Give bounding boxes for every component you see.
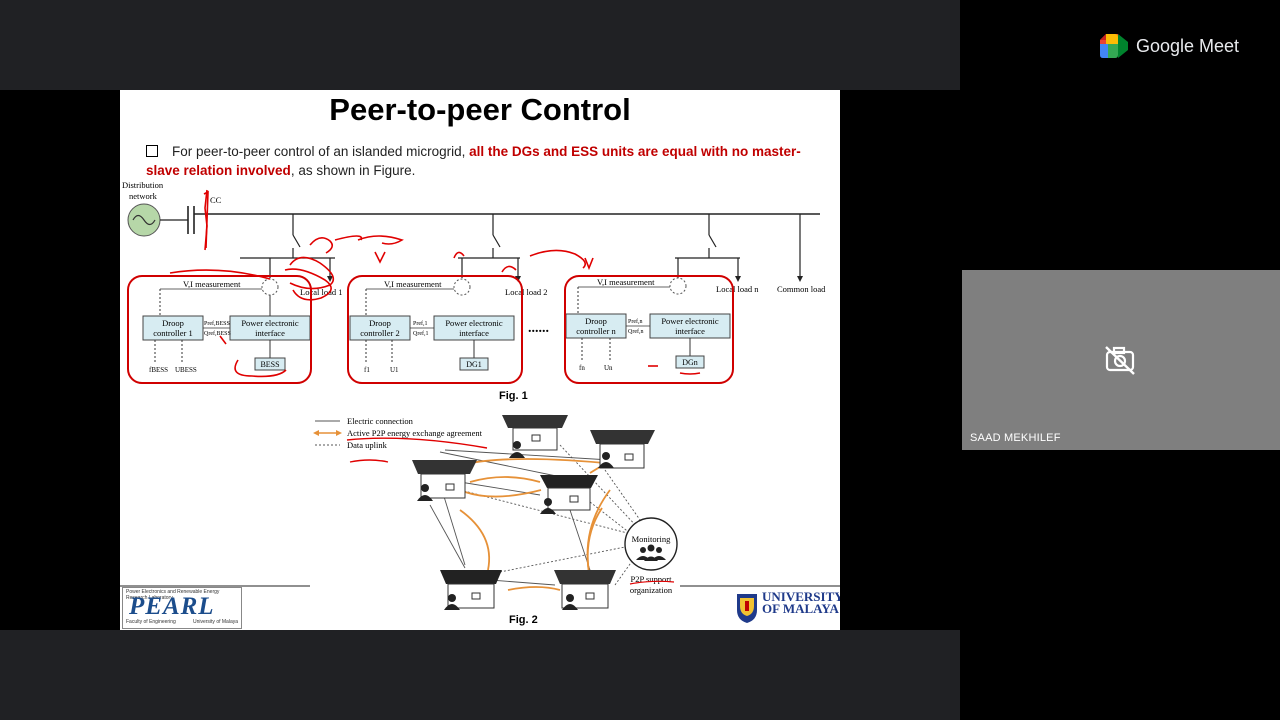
- house-5-icon: [440, 570, 502, 610]
- org-label-1: P2P support: [630, 574, 672, 584]
- stage-bottom-bar: [0, 630, 960, 720]
- unit-1-group: V,I measurement Droop controller 1 Power…: [127, 275, 312, 384]
- svg-text:controller 2: controller 2: [360, 328, 399, 338]
- google-meet-brand: Google Meet: [1136, 36, 1240, 56]
- load-1-label: Local load 1: [300, 287, 342, 297]
- pe-interface-2-box: [433, 315, 515, 341]
- svg-text:DGn: DGn: [682, 358, 698, 367]
- pen-annotations: [169, 189, 701, 378]
- svg-text:Qref,1: Qref,1: [413, 330, 429, 337]
- house-2-icon: [590, 430, 655, 469]
- load-2-label: Local load 2: [505, 287, 547, 297]
- unit-n-group: V,I measurement Droop controller n Power…: [564, 275, 734, 384]
- google-meet-logo-icon: [1100, 34, 1128, 58]
- bess-box: [254, 357, 286, 371]
- dots-separator: ......: [528, 321, 549, 336]
- svg-text:Droop: Droop: [369, 318, 391, 328]
- house-4-icon: [540, 475, 598, 514]
- svg-text:Droop: Droop: [585, 316, 607, 326]
- fig-2-caption: Fig. 2: [509, 614, 538, 626]
- pearl-logo: Power Electronics and Renewable Energy R…: [122, 587, 242, 629]
- svg-text:interface: interface: [675, 326, 705, 336]
- slide-bullet: For peer-to-peer control of an islanded …: [146, 142, 816, 180]
- stage-top-bar: [0, 0, 960, 90]
- pcc-label: CC: [210, 195, 222, 205]
- house-1-icon: [502, 415, 568, 458]
- droop-controller-1-box: [142, 315, 204, 341]
- svg-text:Pref,1: Pref,1: [413, 320, 428, 327]
- svg-text:controller 1: controller 1: [153, 328, 192, 338]
- bullet-prefix: For peer-to-peer control of an islanded …: [172, 144, 470, 159]
- svg-text:Power electronic: Power electronic: [241, 318, 299, 328]
- dg1-box: [459, 357, 489, 371]
- vi-label-2: V,I measurement: [384, 279, 442, 289]
- svg-text:BESS: BESS: [260, 360, 279, 369]
- figure-2-diagram: Electric connection Active P2P energy ex…: [120, 415, 840, 610]
- pe-interface-n-box: [649, 313, 731, 339]
- presentation-slide: Peer-to-peer Control For peer-to-peer co…: [120, 90, 840, 630]
- monitoring-circle: [624, 517, 678, 571]
- um-name: UNIVERSITY OF MALAYA: [762, 589, 840, 616]
- org-label-2: organization: [630, 585, 673, 595]
- svg-text:U1: U1: [390, 366, 399, 374]
- svg-text:Droop: Droop: [162, 318, 184, 328]
- svg-text:Power electronic: Power electronic: [445, 318, 503, 328]
- svg-text:Qref,n: Qref,n: [628, 328, 644, 335]
- unit-2-annotation: [347, 275, 523, 384]
- bullet-box-icon: [146, 145, 158, 157]
- svg-text:fBESS: fBESS: [149, 366, 168, 374]
- um-crest-icon: [737, 594, 757, 623]
- camera-off-icon: [1105, 346, 1135, 375]
- svg-text:Pref,BESS: Pref,BESS: [204, 320, 230, 327]
- participant-tile[interactable]: SAAD MEKHILEF: [962, 270, 1280, 450]
- svg-text:DG1: DG1: [466, 360, 482, 369]
- legend-p2p: Active P2P energy exchange agreement: [347, 428, 483, 438]
- unit-1-annotation: [127, 275, 312, 384]
- svg-text:fn: fn: [579, 364, 585, 372]
- house-6-icon: [554, 570, 616, 610]
- vi-label-n: V,I measurement: [597, 277, 655, 287]
- figure-1-diagram: Distribution network CC Local load 1 Loc…: [120, 180, 840, 610]
- vi-label-1: V,I measurement: [183, 279, 241, 289]
- participant-name: SAAD MEKHILEF: [970, 432, 1061, 444]
- slide-title: Peer-to-peer Control: [329, 92, 631, 127]
- unit-2-group: V,I measurement Droop controller 2 Power…: [347, 275, 523, 384]
- um-logo: UNIVERSITY OF MALAYA: [736, 590, 840, 630]
- monitoring-label: Monitoring: [632, 534, 671, 544]
- svg-text:controller n: controller n: [576, 326, 616, 336]
- common-load-label: Common load: [777, 284, 826, 294]
- house-3-icon: [412, 460, 477, 501]
- legend-electric: Electric connection: [347, 416, 414, 426]
- legend-uplink: Data uplink: [347, 440, 388, 450]
- distribution-label-2: network: [129, 191, 158, 201]
- distribution-label-1: Distribution: [122, 180, 164, 190]
- bullet-highlight: all the DGs and ESS units are equal with…: [146, 144, 801, 178]
- svg-text:Power electronic: Power electronic: [661, 316, 719, 326]
- svg-text:Pref,n: Pref,n: [628, 318, 643, 325]
- fig-1-caption: Fig. 1: [499, 390, 528, 402]
- svg-text:Qref,BESS: Qref,BESS: [204, 330, 231, 337]
- svg-text:UBESS: UBESS: [175, 366, 197, 374]
- svg-text:f1: f1: [364, 366, 370, 374]
- svg-text:interface: interface: [255, 328, 285, 338]
- dgn-box: [675, 355, 705, 369]
- people-icon: [636, 544, 666, 561]
- unit-n-annotation: [564, 275, 734, 384]
- bullet-suffix: , as shown in Figure.: [290, 163, 416, 178]
- load-n-label: Local load n: [716, 284, 759, 294]
- svg-text:Un: Un: [604, 364, 613, 372]
- svg-text:interface: interface: [459, 328, 489, 338]
